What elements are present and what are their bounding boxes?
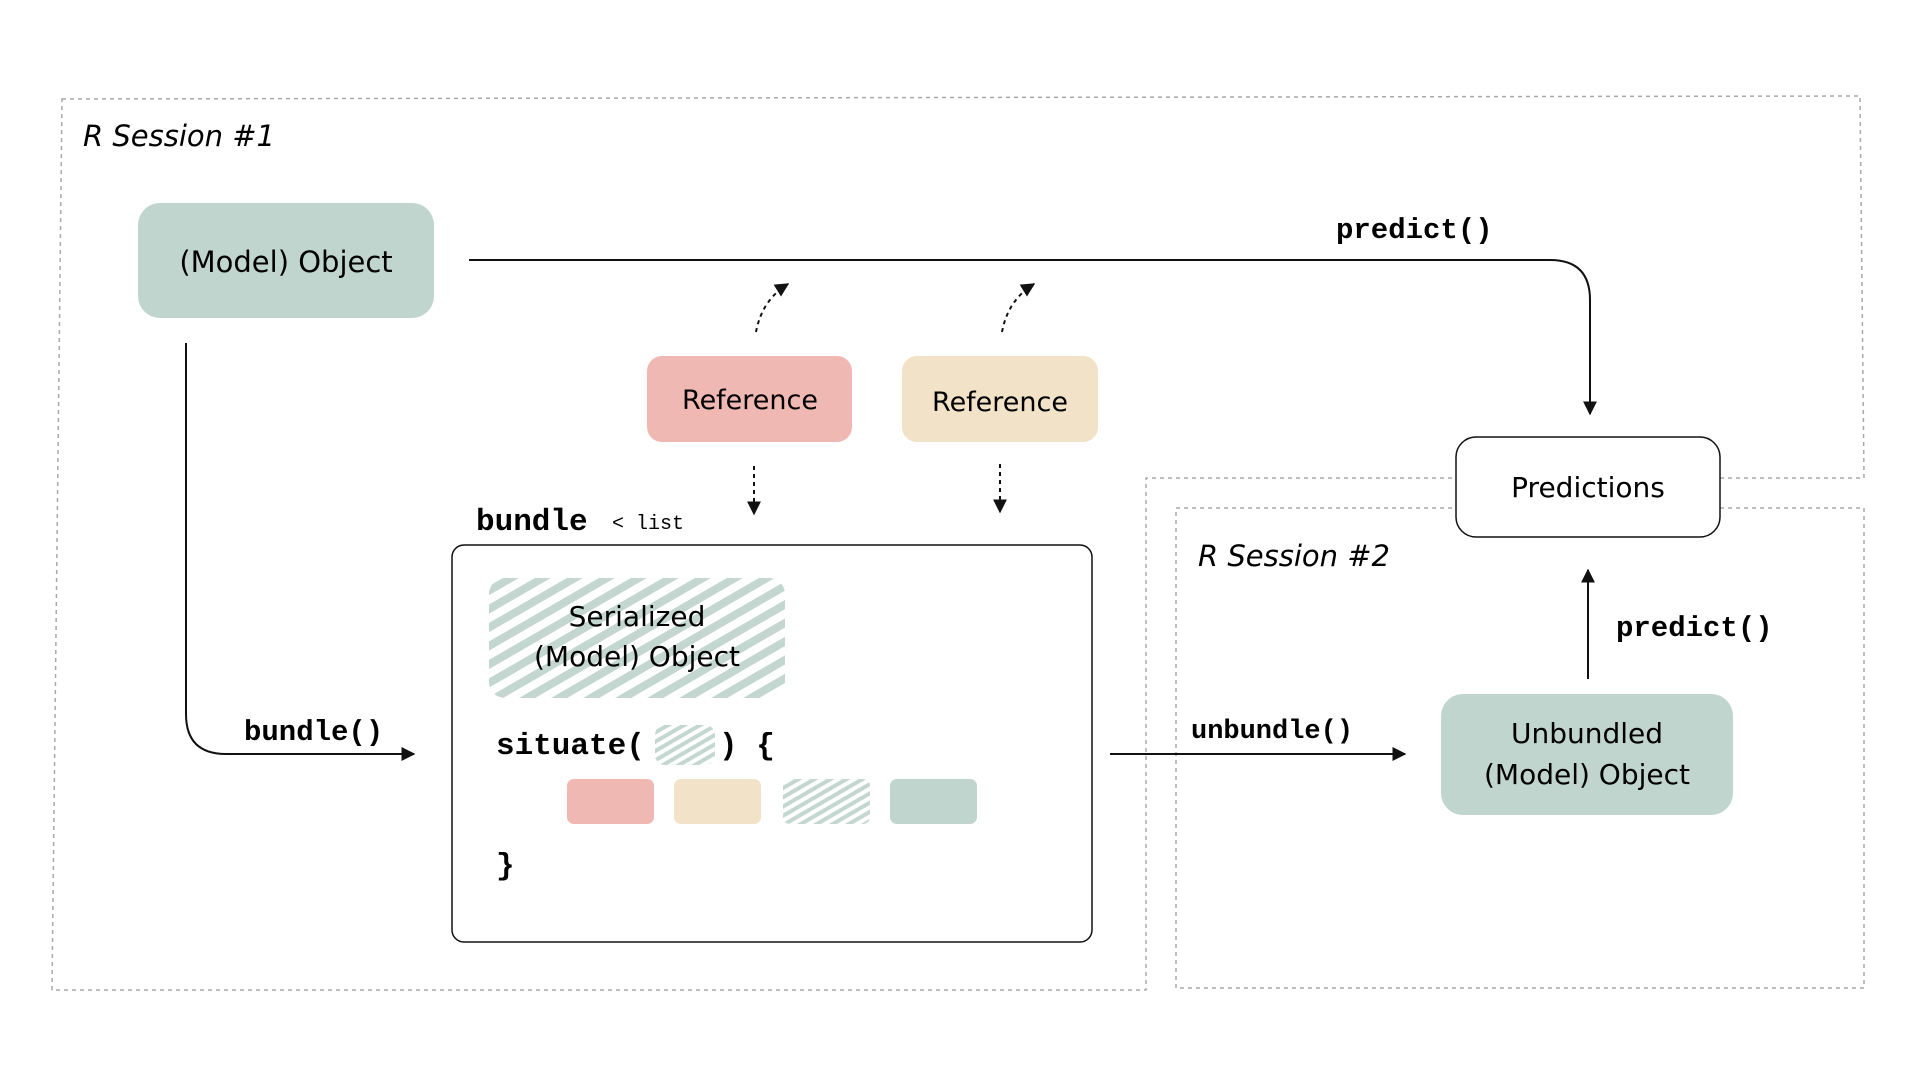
swatch-reference-2 [674, 779, 761, 824]
unbundled-label-line1: Unbundled [1511, 717, 1663, 750]
session-1-boundary [51, 95, 1865, 991]
reference-1-curved-arrow [755, 283, 790, 333]
situate-open: situate( [496, 729, 645, 764]
edge-label-bundle: bundle() [244, 716, 383, 749]
edge-label-predict-top: predict() [1336, 214, 1493, 247]
session-1-label: R Session #1 [83, 119, 275, 153]
predictions-label: Predictions [1511, 471, 1665, 504]
serialized-label-line1: Serialized [569, 600, 706, 633]
situate-serialized-icon [655, 725, 715, 765]
model-object-label: (Model) Object [179, 245, 392, 279]
serialized-model-object [489, 578, 785, 698]
reference-2-label: Reference [932, 387, 1068, 418]
bundle-title: bundle [476, 505, 588, 540]
swatch-model [890, 779, 977, 824]
situate-close: ) { [719, 729, 775, 764]
reference-2-node [902, 356, 1098, 442]
unbundled-label-line2: (Model) Object [1484, 758, 1690, 791]
swatch-serialized [783, 779, 870, 824]
bundle-type-hint: < list [612, 513, 684, 536]
reference-1-label: Reference [682, 385, 818, 416]
edge-label-predict-right: predict() [1616, 612, 1773, 645]
swatch-reference-1 [567, 779, 654, 824]
predictions-node [1455, 436, 1721, 538]
reference-2-curved-arrow [1001, 283, 1036, 333]
session-2-label: R Session #2 [1198, 539, 1390, 573]
model-object-node [138, 203, 434, 318]
closing-brace: } [496, 849, 515, 884]
edge-label-unbundle: unbundle() [1191, 717, 1353, 747]
unbundled-model-object-node [1441, 694, 1733, 815]
reference-1-node [647, 356, 852, 442]
edge-predict-top [469, 259, 1597, 416]
serialized-label-line2: (Model) Object [534, 640, 740, 673]
edge-bundle [185, 343, 416, 761]
